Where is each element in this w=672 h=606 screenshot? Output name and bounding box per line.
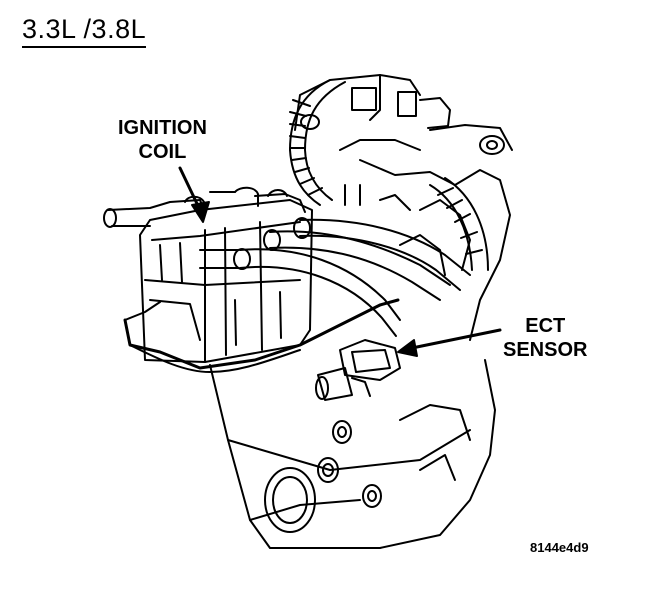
figure-id: 8144e4d9: [530, 540, 589, 555]
wiring-harness: [289, 79, 489, 271]
ect-sensor-callout-line2: SENSOR: [503, 339, 588, 361]
ignition-coil-callout-line2: COIL: [138, 141, 187, 163]
ignition-coil-callout: IGNITION COIL: [118, 116, 207, 164]
ignition-coil-callout-line1: IGNITION: [118, 117, 207, 139]
ect-sensor-callout-line1: ECT: [525, 315, 566, 337]
ignition-coil-pack: [103, 186, 313, 363]
spark-plug-wires: [199, 217, 471, 337]
ect-sensor-callout: ECT SENSOR: [503, 314, 587, 362]
page-title: 3.3L /3.8L: [22, 14, 147, 48]
upper-engine-parts: [294, 74, 513, 341]
engine-block: [209, 359, 496, 549]
coil-bracket: [123, 298, 400, 373]
callout-leaders: [178, 166, 502, 357]
ect-sensor: [315, 339, 401, 401]
